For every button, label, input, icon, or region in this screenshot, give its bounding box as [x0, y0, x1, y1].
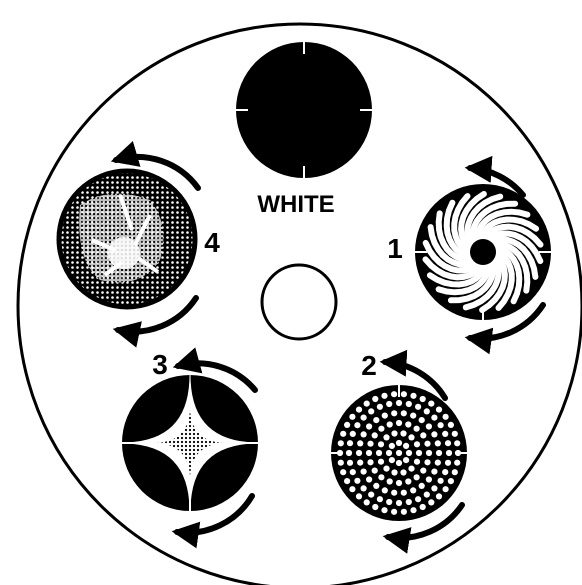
- label-gobo-2: 2: [361, 350, 377, 381]
- gobo-3-star: [122, 375, 258, 511]
- gobo-2-dots: [331, 385, 467, 521]
- gobo-4-textured: [59, 171, 195, 307]
- center-hub: [262, 265, 336, 339]
- label-gobo-3: 3: [152, 349, 168, 380]
- gobo-1-swirl: [415, 184, 551, 320]
- label-white: WHITE: [257, 191, 334, 218]
- label-gobo-1: 1: [387, 233, 403, 264]
- label-gobo-4: 4: [204, 227, 220, 258]
- gobo-white: [236, 42, 372, 178]
